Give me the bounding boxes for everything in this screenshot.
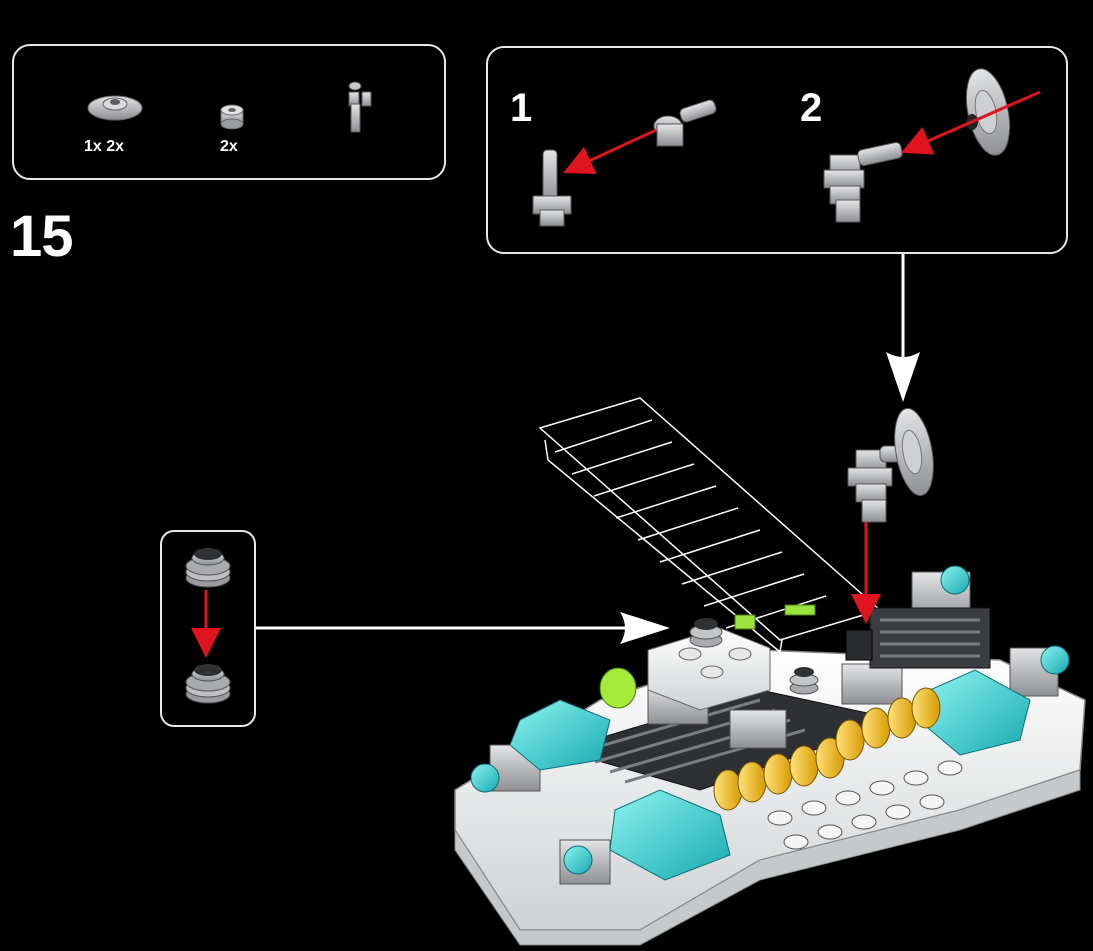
main-model-illustration — [454, 397, 1086, 946]
round-plate-1x1-icon — [220, 104, 244, 130]
sub-assembly-panel — [486, 46, 1068, 254]
red-arrow-1 — [563, 128, 657, 175]
bar-with-clip-icon — [348, 81, 372, 133]
substep-number-2: 2 — [800, 86, 823, 130]
stacked-round-plates-icon — [185, 664, 231, 704]
red-arrow-2 — [901, 90, 1041, 155]
bar-with-clip-icon — [532, 149, 572, 227]
white-arrowhead-down — [886, 352, 920, 402]
part-quantity-1: 1x 2x — [84, 138, 125, 155]
clip-with-bar-icon — [653, 99, 717, 147]
clip-bar-assembly-icon — [823, 142, 903, 223]
white-arrowhead-right — [620, 612, 670, 644]
substep-number-1: 1 — [510, 86, 533, 130]
callout-panel — [160, 530, 256, 727]
step-number: 15 — [10, 204, 74, 269]
radar-dish-icon — [965, 68, 1011, 156]
round-plate-with-ring-icon — [87, 95, 143, 121]
part-quantity-2: 2x — [220, 138, 238, 155]
radar-dish-assembly-icon — [847, 408, 934, 523]
stacked-round-plates-icon — [185, 548, 231, 588]
parts-list-panel — [12, 44, 446, 180]
